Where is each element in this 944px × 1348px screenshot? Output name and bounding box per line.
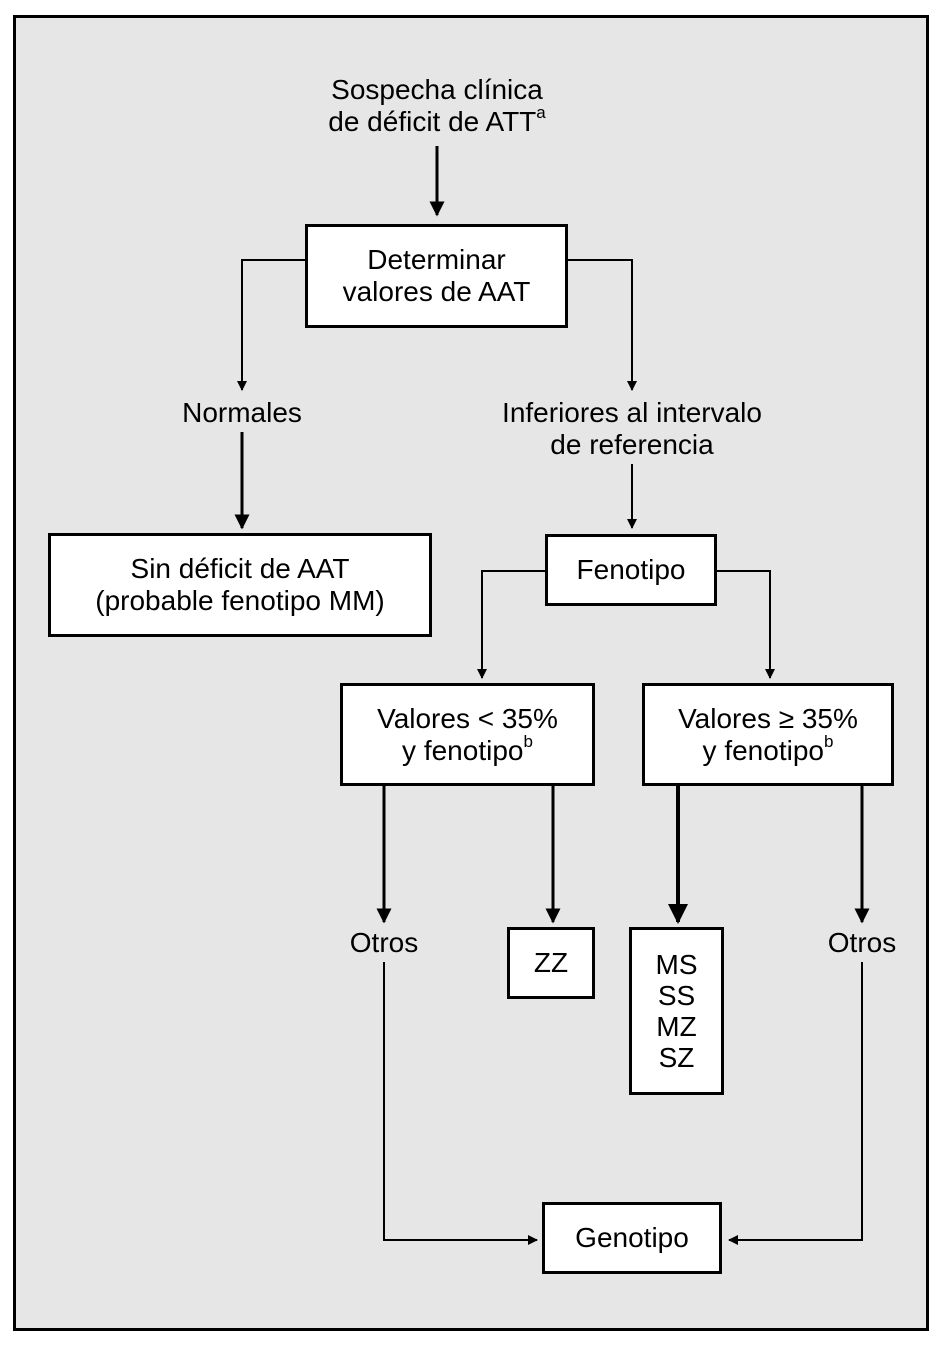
normales-label: Normales (182, 397, 302, 428)
mz-label: MZ (656, 1011, 697, 1042)
inferiores-line1: Inferiores al intervalo (502, 397, 762, 428)
start-line1: Sospecha clínica (331, 74, 543, 105)
fenotipo-box: Fenotipo (545, 534, 717, 606)
arrow-fenotipo-to-valores-ge (716, 570, 775, 679)
inferiores-label: Inferiores al intervalo de referencia (452, 397, 812, 461)
valores-ge-box: Valores ≥ 35% y fenotipob (642, 683, 894, 786)
sin-deficit-line1: Sin déficit de AAT (130, 553, 350, 584)
sin-deficit-box: Sin déficit de AAT (probable fenotipo MM… (48, 533, 432, 637)
otros-left-label: Otros (349, 927, 419, 958)
sin-deficit-line2: (probable fenotipo MM) (95, 585, 385, 616)
valores-ge-footnote-b: b (823, 731, 834, 751)
ms-label: MS (655, 949, 698, 980)
fenotipo-label: Fenotipo (576, 554, 686, 585)
arrow-fenotipo-to-valores-lt (477, 570, 546, 679)
inferiores-line2: de referencia (550, 429, 714, 460)
start-footnote-a: a (536, 103, 546, 122)
arrow-otros-left-to-genotipo (383, 962, 538, 1245)
arrow-otros-right-to-genotipo (728, 962, 863, 1245)
determinar-box: Determinar valores de AAT (305, 224, 568, 328)
sz-label: SZ (658, 1042, 695, 1073)
zz-label: ZZ (533, 947, 569, 978)
genotipo-box: Genotipo (542, 1202, 722, 1274)
arrow-determinar-to-inferiores (567, 259, 637, 391)
arrow-determinar-to-normales (237, 259, 305, 391)
genotipo-label: Genotipo (575, 1222, 689, 1253)
zz-box: ZZ (507, 927, 595, 999)
start-line2: de déficit de ATT (328, 106, 537, 137)
otros-right-label: Otros (827, 927, 897, 958)
determinar-line1: Determinar (367, 244, 506, 275)
valores-ge-line1: Valores ≥ 35% (678, 702, 858, 734)
ms-group-box: MS SS MZ SZ (629, 927, 724, 1095)
valores-lt-footnote-b: b (523, 731, 533, 751)
start-node: Sospecha clínica de déficit de ATTa (237, 74, 637, 138)
valores-lt-box: Valores < 35% y fenotipob (340, 683, 595, 786)
determinar-line2: valores de AAT (342, 276, 531, 307)
valores-lt-line1: Valores < 35% (377, 702, 558, 734)
ss-label: SS (657, 980, 696, 1011)
valores-lt-line2: y fenotipo (402, 734, 524, 766)
valores-ge-line2: y fenotipo (702, 734, 824, 766)
